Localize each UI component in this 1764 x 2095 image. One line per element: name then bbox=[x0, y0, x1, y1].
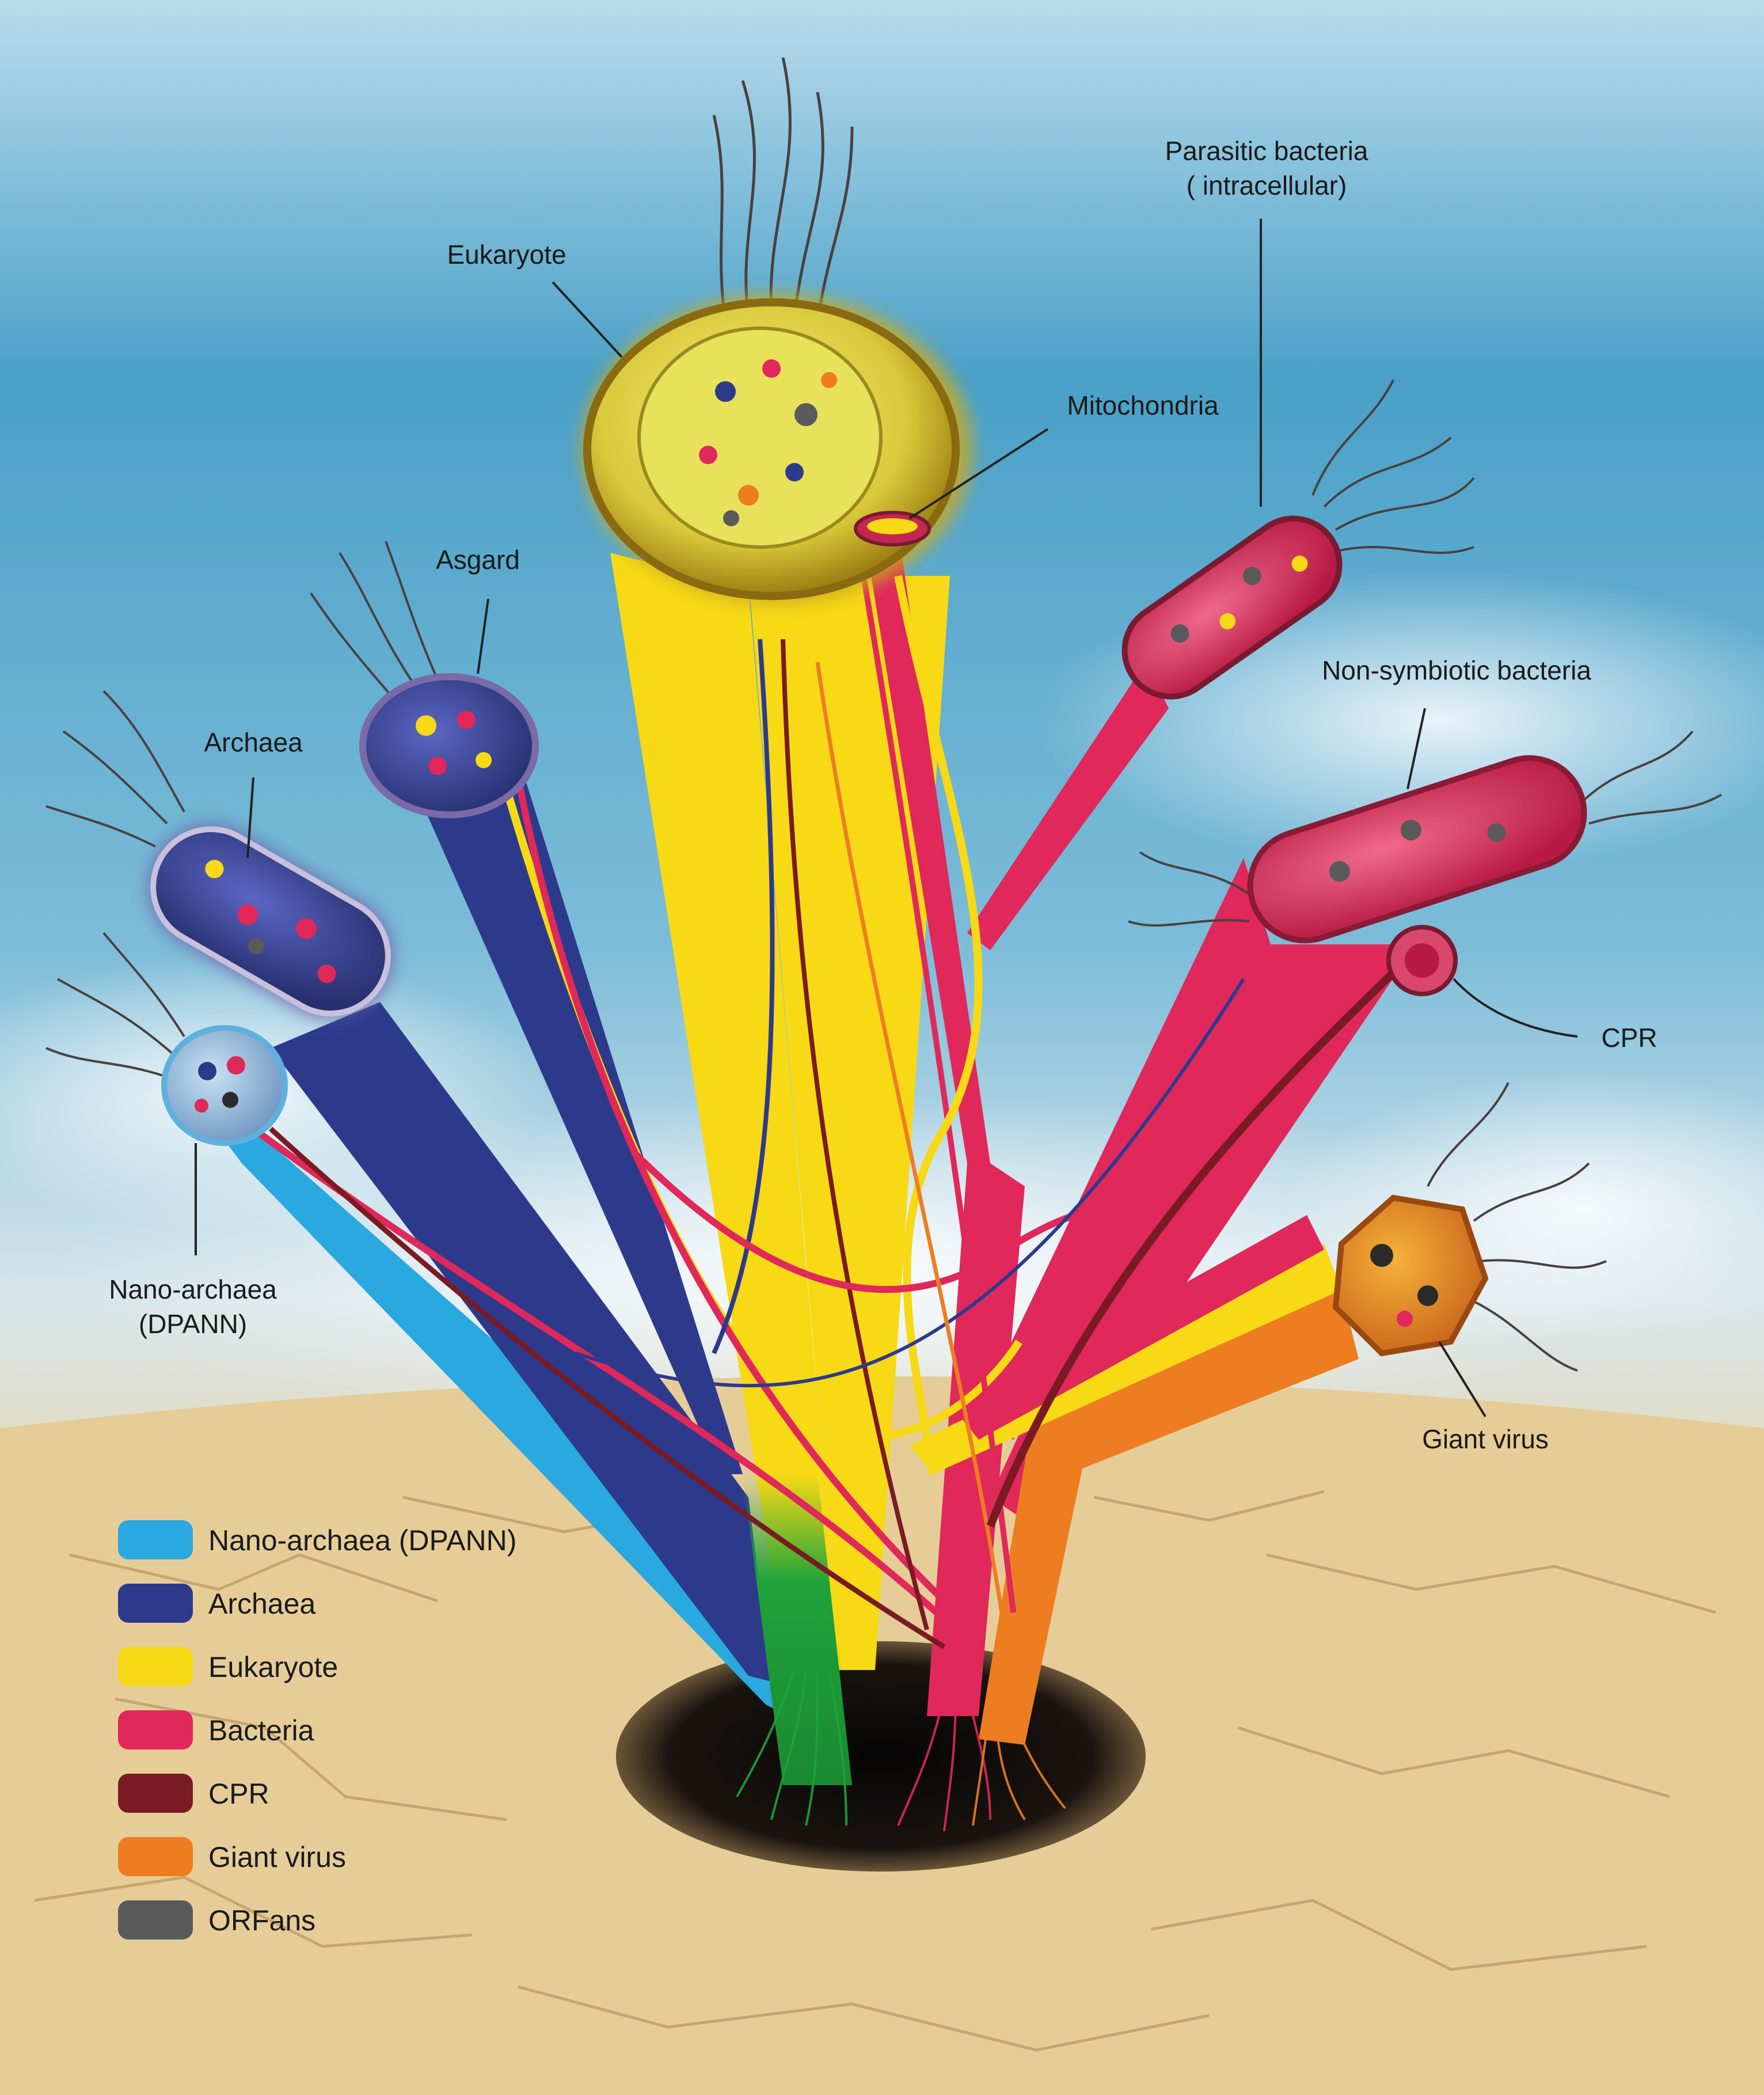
nano-archaea-flagella bbox=[45, 932, 185, 1078]
labels: Eukaryote Parasitic bacteria ( intracell… bbox=[109, 136, 1657, 1454]
leader-lines bbox=[195, 219, 1578, 1418]
leader-eukaryote bbox=[552, 281, 623, 358]
eukaryote-organelles bbox=[699, 359, 837, 526]
legend-item: CPR bbox=[118, 1774, 269, 1813]
legend-swatch bbox=[118, 1584, 193, 1623]
ground-hole bbox=[616, 1641, 1146, 1872]
archaea-cell bbox=[45, 690, 394, 1019]
non-symbiotic-flagella bbox=[1128, 730, 1722, 927]
asgard-cell bbox=[310, 541, 539, 818]
legend-swatch bbox=[118, 1647, 193, 1686]
trunk-root bbox=[743, 1474, 852, 1785]
branch-giant-virus-red bbox=[956, 1215, 1324, 1440]
legend-label: Eukaryote bbox=[208, 1651, 338, 1683]
branch-eukaryote-right bbox=[748, 576, 950, 1670]
non-symbiotic-cell bbox=[1128, 730, 1722, 944]
leader-non-symbiotic bbox=[1406, 708, 1426, 790]
legend-item: Nano-archaea (DPANN) bbox=[118, 1520, 516, 1559]
legend-swatch bbox=[118, 1837, 193, 1876]
asgard-flagella bbox=[310, 541, 439, 704]
leader-cpr bbox=[1453, 978, 1578, 1038]
connecting-lines bbox=[251, 575, 1408, 1649]
legend-item: Giant virus bbox=[118, 1837, 346, 1876]
cells bbox=[45, 57, 1722, 1372]
label-parasitic-bacteria-line1: Parasitic bacteria bbox=[1165, 136, 1368, 166]
legend-label: Bacteria bbox=[208, 1714, 314, 1747]
label-giant-virus: Giant virus bbox=[1422, 1424, 1549, 1454]
branch-parasitic-bacteria bbox=[967, 662, 1169, 950]
label-nano-archaea-line2: (DPANN) bbox=[139, 1309, 247, 1339]
legend-item: Archaea bbox=[118, 1584, 315, 1623]
cpr-cell bbox=[1386, 925, 1458, 996]
branch-asgard bbox=[403, 720, 743, 1474]
parasitic-bacteria-cell bbox=[1121, 379, 1475, 700]
legend: Nano-archaea (DPANN) Archaea Eukaryote B… bbox=[118, 1520, 516, 1940]
giant-virus-cell bbox=[1332, 1082, 1607, 1372]
label-cpr: CPR bbox=[1601, 1023, 1657, 1053]
label-archaea: Archaea bbox=[204, 727, 303, 757]
legend-label: Nano-archaea (DPANN) bbox=[208, 1524, 516, 1557]
branch-non-symbiotic bbox=[973, 858, 1272, 1440]
leader-giant-virus bbox=[1438, 1341, 1487, 1418]
ground-cracks bbox=[34, 1490, 1716, 2052]
legend-label: Archaea bbox=[208, 1588, 315, 1620]
label-mitochondria: Mitochondria bbox=[1067, 390, 1219, 420]
branch-giant-virus bbox=[979, 1290, 1359, 1745]
nano-archaea-cell bbox=[45, 932, 288, 1146]
legend-label: ORFans bbox=[208, 1904, 315, 1937]
legend-swatch bbox=[118, 1520, 193, 1559]
archaea-flagella bbox=[45, 690, 185, 848]
legend-item: ORFans bbox=[118, 1900, 315, 1940]
legend-label: Giant virus bbox=[208, 1841, 346, 1873]
eukaryote-flagella bbox=[712, 57, 854, 323]
branch-nano-archaea bbox=[190, 1094, 789, 1716]
legend-swatch bbox=[118, 1710, 193, 1749]
root-fibers bbox=[736, 1669, 1066, 1832]
leader-archaea bbox=[246, 777, 254, 859]
label-non-symbiotic-bacteria: Non-symbiotic bacteria bbox=[1322, 655, 1591, 685]
legend-swatch bbox=[118, 1774, 193, 1813]
leader-asgard bbox=[477, 598, 489, 674]
legend-label: CPR bbox=[208, 1778, 269, 1810]
legend-item: Bacteria bbox=[118, 1710, 314, 1749]
leader-mitochondria bbox=[908, 428, 1049, 519]
legend-item: Eukaryote bbox=[118, 1647, 338, 1686]
label-parasitic-bacteria-line2: ( intracellular) bbox=[1187, 170, 1347, 200]
label-eukaryote: Eukaryote bbox=[447, 240, 566, 270]
legend-swatch bbox=[118, 1900, 193, 1940]
giant-virus-fibers bbox=[1427, 1082, 1607, 1372]
label-nano-archaea-line1: Nano-archaea bbox=[109, 1274, 277, 1304]
label-asgard: Asgard bbox=[436, 545, 520, 575]
parasitic-flagella bbox=[1311, 379, 1475, 554]
mitochondria-cell bbox=[854, 511, 931, 546]
